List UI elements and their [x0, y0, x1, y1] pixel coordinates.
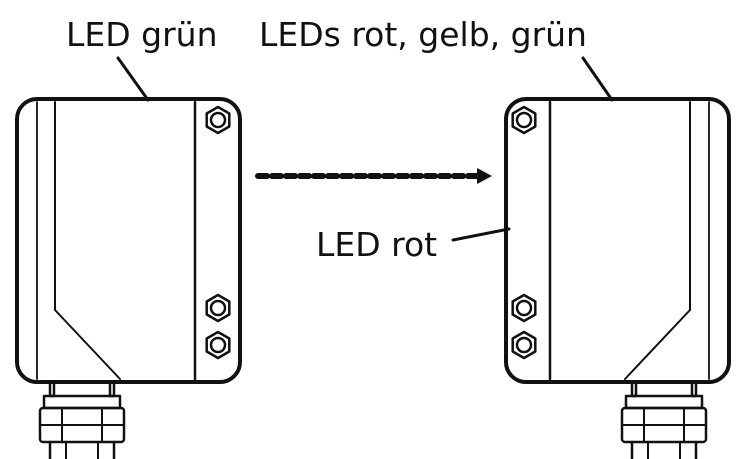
cable-gland-icon	[38, 380, 126, 459]
mounting-screw-icon	[205, 105, 231, 135]
light-beam-arrow	[255, 168, 492, 184]
mounting-screw-icon	[511, 293, 537, 323]
cable-gland-icon	[620, 380, 708, 459]
mounting-screw-icon	[205, 330, 231, 360]
leader-line-leds-multi	[581, 56, 614, 102]
sensor-receiver	[504, 97, 731, 459]
leader-line-led-red	[451, 227, 511, 242]
mounting-screw-icon	[205, 293, 231, 323]
label-leds-multi: LEDs rot, gelb, grün	[259, 15, 587, 54]
mounting-screw-icon	[511, 330, 537, 360]
label-led-green: LED grün	[66, 15, 217, 54]
mounting-screw-icon	[511, 105, 537, 135]
housing-lens-edge	[624, 309, 691, 380]
label-led-red: LED rot	[316, 225, 437, 264]
sensor-housing	[15, 97, 242, 384]
sensor-emitter	[15, 97, 242, 459]
leader-line-led-green	[116, 56, 150, 102]
housing-lens-edge	[54, 309, 121, 380]
arrow-head	[477, 168, 492, 184]
sensor-housing	[504, 97, 731, 384]
